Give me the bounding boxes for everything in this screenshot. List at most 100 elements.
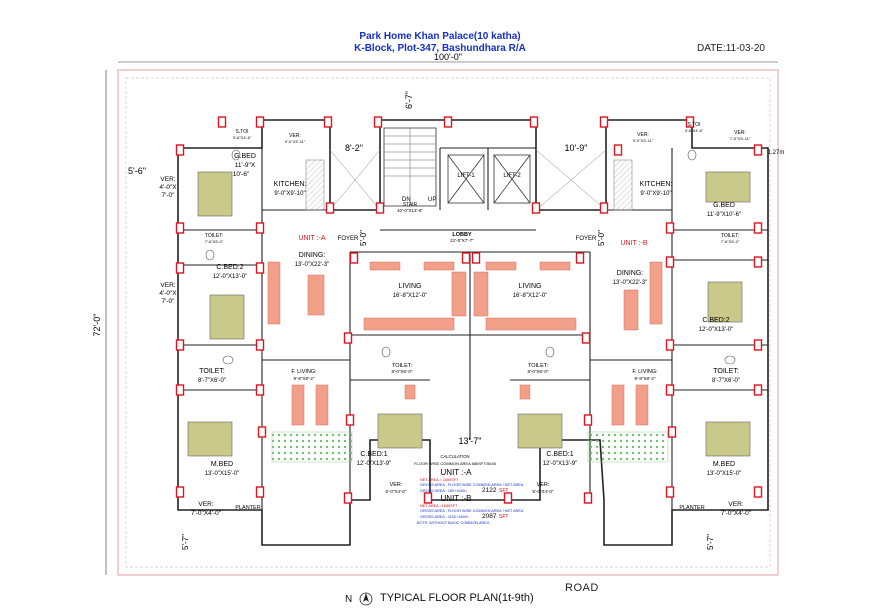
- column-mark: [753, 486, 763, 498]
- toilet-right-top-label: TOILET:: [721, 233, 739, 239]
- ver-center-left-label: VER:: [390, 482, 403, 488]
- ver-top-right2-size: 9'-0"X3'-11": [633, 138, 654, 143]
- cbed1-right-label: C.BED:1: [546, 451, 573, 458]
- calc-a-gross-value: 2122: [482, 487, 497, 494]
- ver-top-right-label: VER:: [734, 130, 746, 136]
- bottom-right-dim: 5'-7": [706, 534, 715, 550]
- lobby-label: LOBBY: [452, 232, 472, 238]
- column-mark: [217, 116, 227, 128]
- toilet-right-mid-size: 8'-7"X6'-0": [712, 378, 740, 384]
- column-mark: [461, 252, 471, 264]
- living-left-size: 16'-8"X12'-0": [393, 293, 428, 299]
- stoi-left-label: S.TOI: [236, 129, 249, 135]
- column-mark: [255, 384, 265, 396]
- furniture: [267, 261, 663, 426]
- cbed2-left-size: 12'-0"X13'-0": [213, 274, 248, 280]
- column-mark: [255, 339, 265, 351]
- column-mark: [503, 492, 513, 504]
- right-side-dim: 1.27m: [768, 150, 785, 156]
- column-mark: [599, 202, 609, 214]
- bottom-left-dim: 5'-7": [181, 534, 190, 550]
- unit-b-label: UNIT :-B: [620, 240, 647, 247]
- ver-center-right-label: VER:: [537, 482, 550, 488]
- column-mark: [349, 252, 359, 264]
- stair-label: STAIR: [403, 202, 418, 208]
- column-mark: [255, 262, 265, 274]
- column-mark: [531, 202, 541, 214]
- column-mark: [583, 492, 593, 504]
- column-mark: [753, 339, 763, 351]
- ver-bottom-right-label: VER:: [728, 501, 743, 508]
- gbed-left-label: G.BED: [234, 153, 256, 160]
- kitchen-left-label: KITCHEN:: [274, 181, 307, 188]
- ver-top-left-size: 9'-0"X3'-11": [285, 139, 306, 144]
- column-mark: [685, 116, 695, 128]
- top-gap-dim: 6'-7": [404, 91, 414, 109]
- cbed2-right-label: C.BED:2: [702, 317, 729, 324]
- cbed1-right-size: 12'-0"X13'-9": [543, 461, 578, 467]
- mid-right-dim: 10'-9": [565, 143, 588, 153]
- toilet-fixtures: [205, 149, 736, 365]
- mid-left-dim: 8'-2": [345, 143, 363, 153]
- toilet-left-top-label: TOILET:: [205, 233, 223, 239]
- column-mark: [665, 384, 675, 396]
- foyer-right-label: FOYER: [576, 236, 597, 242]
- cbed2-left-label: C.BED:2: [216, 264, 243, 271]
- column-mark: [345, 414, 355, 426]
- project-title: Park Home Khan Palace(10 katha): [359, 31, 521, 42]
- column-mark: [665, 256, 675, 268]
- calc-title: CALCULATION: [440, 454, 469, 459]
- ver-left2-label: VER:: [160, 282, 175, 289]
- foyer-right-dim: 5'-0": [597, 230, 606, 246]
- column-mark: [667, 426, 677, 438]
- kitchen-right-size: 9'-0"X9'-10": [640, 191, 671, 197]
- plan-title: TYPICAL FLOOR PLAN(1t-9th): [380, 592, 534, 604]
- ver-center-right-size: 5'-0"X4'-0": [533, 489, 554, 494]
- internal-walls: [178, 147, 768, 510]
- column-mark: [255, 116, 265, 128]
- fliving-left-size: 9'-8"X8'-2": [294, 376, 315, 381]
- column-mark: [753, 384, 763, 396]
- overall-width-label: 100'-0": [434, 52, 462, 62]
- column-mark: [599, 116, 609, 128]
- stair-up-label: UP: [428, 197, 436, 203]
- mbed-right-label: M.BED: [713, 461, 735, 468]
- garden-area: [271, 431, 669, 463]
- left-setback-dim: 5'-6": [128, 166, 146, 176]
- column-mark: [753, 256, 763, 268]
- column-mark: [423, 492, 433, 504]
- ver-top-right-size: 7'-0"X3'-11": [730, 136, 751, 141]
- calc-b-net: NET AREA =1659SFT: [420, 504, 458, 508]
- stoi-right-size: 3'-6"X4'-6": [685, 128, 704, 133]
- calc-b-gross-label: GROSS AREA : 1192+1659=: [420, 515, 470, 519]
- cbed1-left-label: C.BED:1: [360, 451, 387, 458]
- building-outline: [177, 119, 769, 546]
- north-arrow-icon: [359, 592, 373, 606]
- living-left-label: LIVING: [399, 283, 422, 290]
- column-mark: [175, 384, 185, 396]
- gbed-right-label: G.BED: [713, 202, 735, 209]
- column-mark: [443, 116, 453, 128]
- ver-left2-size2: 7'-0": [162, 298, 176, 305]
- ver-left-size2: 7'-0": [162, 192, 176, 199]
- area-calculation: CALCULATION FLOOR WISE COMMON AREA 686SF…: [414, 454, 524, 525]
- toilet-left-top-size: 7'-6"X5'-0": [205, 239, 224, 244]
- calc-a-net: NET AREA = 1659SFT: [420, 478, 459, 482]
- calc-line1: FLOOR WISE COMMON AREA 686SFT/5645: [414, 461, 497, 466]
- column-mark: [175, 222, 185, 234]
- project-address: K-Block, Plot-347, Bashundhara R/A: [354, 43, 526, 54]
- stoi-left-size: 3'-6"X4'-6": [233, 135, 252, 140]
- dining-right-label: DINING:: [617, 270, 644, 277]
- ver-center-left-size: 5'-0"X4'-0": [386, 489, 407, 494]
- kitchen-counters: [305, 159, 633, 211]
- planter-right-label: PLANTER: [679, 505, 704, 511]
- ver-left-label: VER:: [160, 176, 175, 183]
- column-mark: [343, 332, 353, 344]
- foyer-left-dim: 5'-0": [359, 230, 368, 246]
- ver-bottom-left-label: VER:: [198, 501, 213, 508]
- column-mark: [175, 262, 185, 274]
- column-mark: [529, 116, 539, 128]
- toilet-right-mid-label: TOILET:: [713, 368, 739, 375]
- calc-b-unit: SFT: [499, 514, 508, 520]
- ver-top-left-label: VER:: [289, 133, 301, 139]
